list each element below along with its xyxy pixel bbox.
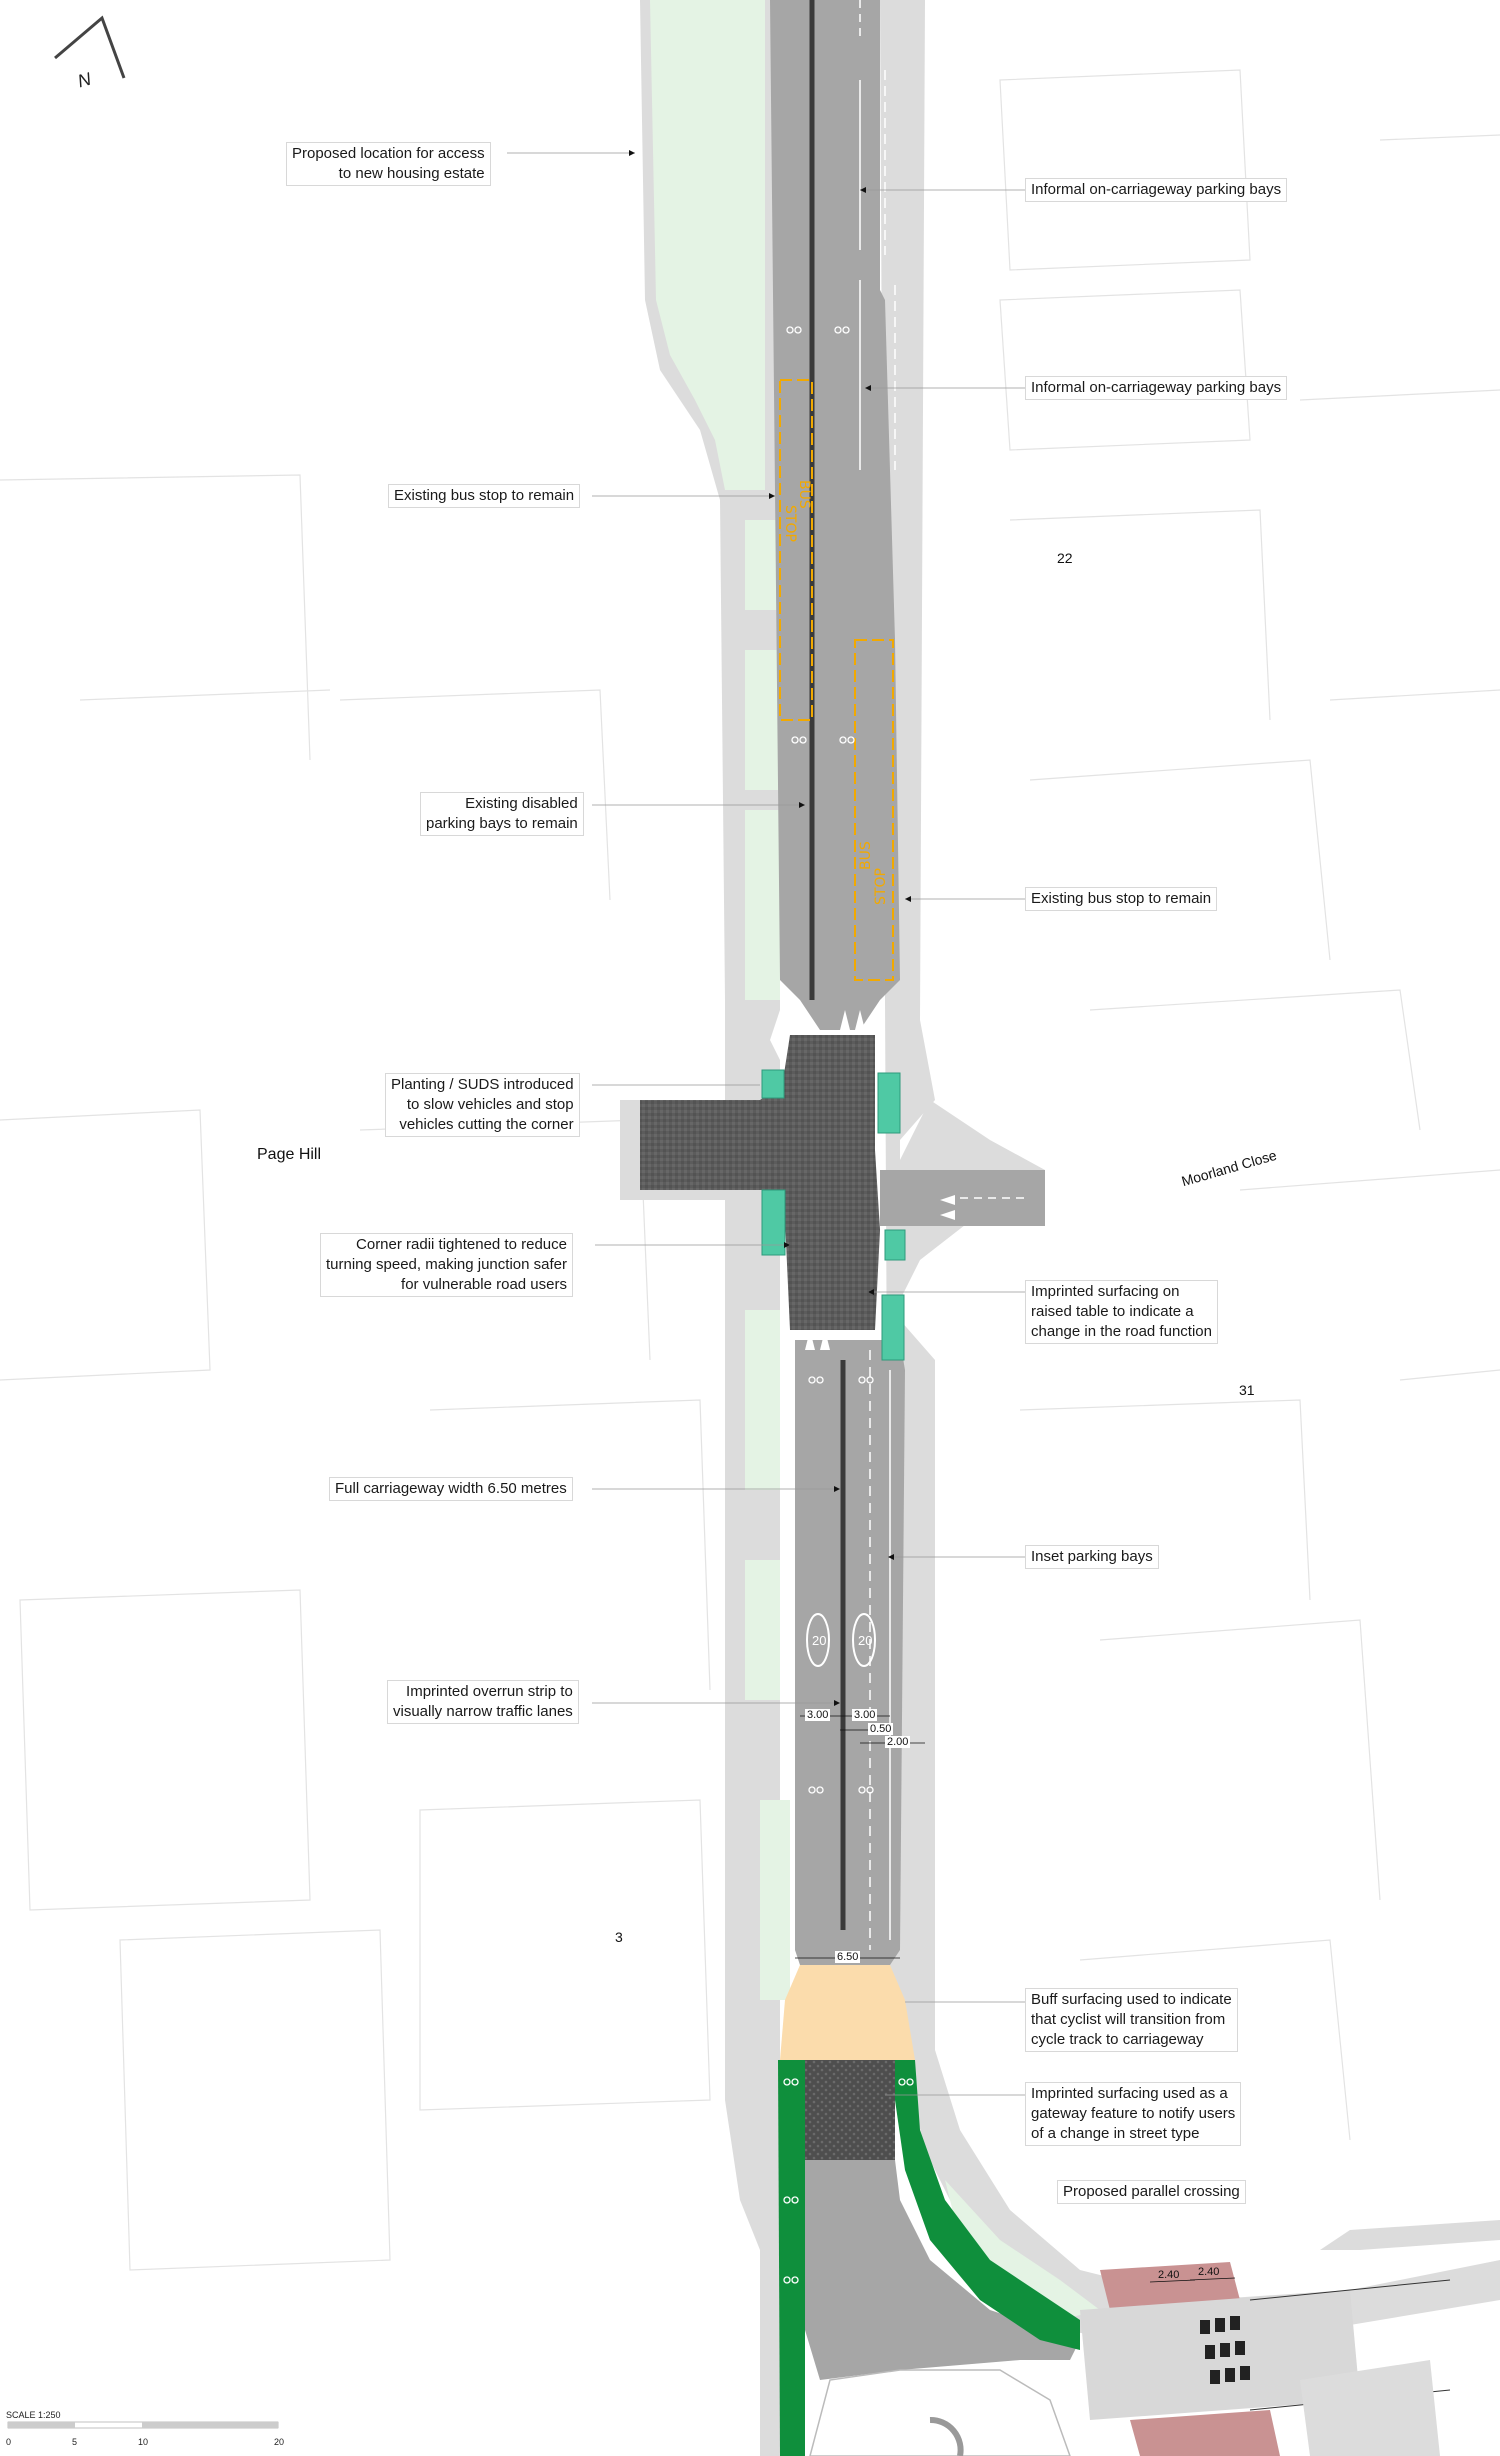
bus-stop-east-marking: BUS STOP — [854, 639, 894, 981]
scale-title: SCALE 1:250 — [6, 2410, 61, 2420]
cycle-tracks — [778, 2060, 1080, 2456]
give-way-markings — [805, 1010, 955, 1350]
leader-arrow-heads — [629, 150, 911, 1706]
carriageway-roundabout — [805, 2160, 1080, 2380]
dim-lane-east: 3.00 — [852, 1709, 878, 1721]
north-label: N — [75, 68, 94, 92]
carriageway-south — [795, 1340, 905, 1965]
scale-tick-20: 20 — [274, 2437, 285, 2447]
bus-stop-east-word: BUS — [858, 841, 874, 870]
raised-table — [780, 1035, 880, 1330]
callout-inset-bays: Inset parking bays — [1025, 1545, 1159, 1569]
suds-planters — [761, 1069, 906, 1361]
house-number-31: 31 — [1239, 1382, 1255, 1398]
callout-corner-radii: Corner radii tightened to reduce turning… — [320, 1233, 573, 1297]
callout-access-housing: Proposed location for access to new hous… — [286, 142, 491, 186]
callout-parallel-crossing: Proposed parallel crossing — [1057, 2180, 1246, 2204]
bus-stop-west-word2: STOP — [782, 505, 798, 542]
bus-stop-east-word2: STOP — [873, 868, 889, 905]
cycle-symbols — [783, 326, 914, 2284]
speed-roundel-east: 20 — [858, 1633, 872, 1648]
bus-stop-west-marking: BUS STOP — [779, 379, 813, 721]
speed-roundel-west: 20 — [812, 1633, 826, 1648]
house-number-22: 22 — [1057, 550, 1073, 566]
place-page-hill: Page Hill — [257, 1146, 322, 1163]
grass-verge — [650, 0, 1100, 2320]
gateway-imprint — [805, 2060, 895, 2160]
house-number-3: 3 — [615, 1929, 623, 1945]
roundabout — [809, 2369, 1071, 2456]
callout-disabled-bays: Existing disabled parking bays to remain — [420, 792, 584, 836]
callout-buff-surfacing: Buff surfacing used to indicate that cyc… — [1025, 1988, 1238, 2052]
north-arrow-glyph — [54, 15, 126, 79]
parallel-crossing-marking — [1080, 2220, 1500, 2456]
scale-tick-5: 5 — [72, 2437, 78, 2447]
dim-carriageway: 6.50 — [835, 1951, 861, 1963]
callout-bus-stop-west: Existing bus stop to remain — [388, 484, 581, 508]
scale-bar: SCALE 1:250 0 5 10 20 — [6, 2410, 296, 2450]
dim-crossing-a: 2.40 — [1158, 2269, 1180, 2281]
dim-bay: 2.00 — [885, 1736, 911, 1748]
leader-lines — [507, 152, 1025, 2096]
page-hill-imprint — [640, 1080, 790, 1190]
scale-tick-0: 0 — [6, 2437, 12, 2447]
dim-crossing-b: 2.40 — [1198, 2266, 1220, 2278]
dim-overrun: 0.50 — [868, 1723, 894, 1735]
scale-tick-10: 10 — [138, 2437, 149, 2447]
callout-raised-table: Imprinted surfacing on raised table to i… — [1025, 1280, 1218, 1344]
callout-overrun-strip: Imprinted overrun strip to visually narr… — [387, 1680, 579, 1724]
callout-bus-stop-east: Existing bus stop to remain — [1025, 887, 1218, 911]
callout-parking-bays-1: Informal on-carriageway parking bays — [1025, 178, 1288, 202]
callout-gateway: Imprinted surfacing used as a gateway fe… — [1025, 2082, 1242, 2146]
bus-stop-west-word: BUS — [796, 480, 812, 509]
lane-markings-south — [840, 1350, 891, 1950]
building-outlines — [0, 69, 1500, 2271]
buff-surfacing — [780, 1965, 915, 2060]
callout-carriageway-width: Full carriageway width 6.50 metres — [329, 1477, 573, 1501]
callout-parking-bays-2: Informal on-carriageway parking bays — [1025, 376, 1288, 400]
callout-planting-suds: Planting / SUDS introduced to slow vehic… — [385, 1073, 580, 1137]
scale-bar-graphic — [7, 2421, 279, 2429]
north-arrow: N — [50, 14, 130, 94]
dim-lane-west: 3.00 — [805, 1709, 831, 1721]
carriageway-north — [770, 0, 900, 1030]
lane-markings-north — [809, 0, 896, 1000]
